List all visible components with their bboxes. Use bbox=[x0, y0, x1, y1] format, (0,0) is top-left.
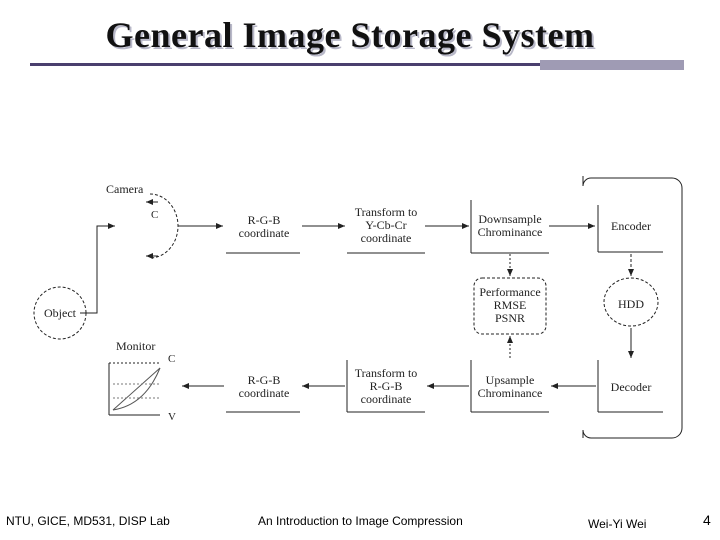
hdd-ellipse bbox=[603, 277, 659, 327]
camera-c-label: C bbox=[151, 209, 159, 221]
rgb-top-box: R-G-B coordinate bbox=[226, 214, 302, 240]
transform-rgb-box: Transform to R-G-B coordinate bbox=[345, 367, 427, 406]
transform-rgb-line2: R-G-B bbox=[369, 379, 403, 393]
transform-rgb-line1: Transform to bbox=[354, 366, 418, 380]
rgb-bottom-line2: coordinate bbox=[238, 386, 290, 400]
monitor-label: Monitor bbox=[116, 339, 156, 353]
downsample-line2: Chrominance bbox=[477, 225, 543, 239]
rgb-bottom-line1: R-G-B bbox=[247, 373, 281, 387]
upsample-box: Upsample Chrominance bbox=[470, 374, 550, 400]
decoder-label: Decoder bbox=[610, 380, 652, 394]
object-to-camera-arrow bbox=[80, 223, 115, 314]
footer-lab: NTU, GICE, MD531, DISP Lab bbox=[6, 514, 170, 528]
object-circle bbox=[33, 286, 87, 340]
page-number: 4 bbox=[703, 512, 711, 528]
camera-label: Camera bbox=[106, 182, 144, 196]
rgb-top-line2: coordinate bbox=[238, 226, 290, 240]
upsample-line2: Chrominance bbox=[477, 386, 543, 400]
transform-ycbcr-line1: Transform to bbox=[354, 205, 418, 219]
rgb-bottom-box: R-G-B coordinate bbox=[226, 374, 302, 400]
performance-box bbox=[473, 277, 547, 335]
encoder-label: Encoder bbox=[611, 219, 651, 233]
upsample-line1: Upsample bbox=[485, 373, 535, 387]
title-accent-bar bbox=[540, 60, 684, 70]
hdd-label: HDD bbox=[618, 297, 644, 311]
monitor-graph bbox=[108, 362, 161, 416]
performance-line2: RMSE bbox=[493, 298, 527, 312]
performance-box-label: Performance RMSE PSNR bbox=[472, 286, 548, 325]
monitor-v-label: V bbox=[168, 411, 176, 423]
camera-lens-arc bbox=[149, 193, 179, 259]
downsample-line1: Downsample bbox=[478, 212, 542, 226]
title-underline bbox=[30, 63, 682, 66]
object-label: Object bbox=[44, 306, 76, 320]
rgb-top-line1: R-G-B bbox=[247, 213, 281, 227]
monitor-c-label: C bbox=[168, 353, 176, 365]
footer-course-title: An Introduction to Image Compression bbox=[258, 514, 463, 528]
transform-rgb-line3: coordinate bbox=[360, 392, 412, 406]
transform-ycbcr-box: Transform to Y-Cb-Cr coordinate bbox=[345, 206, 427, 245]
storage-bracket bbox=[582, 176, 683, 439]
transform-ycbcr-line3: coordinate bbox=[360, 231, 412, 245]
downsample-box: Downsample Chrominance bbox=[470, 213, 550, 239]
performance-line1: Performance bbox=[479, 285, 541, 299]
performance-line3: PSNR bbox=[494, 311, 526, 325]
slide-title: General Image Storage System bbox=[105, 15, 595, 55]
footer-author: Wei-Yi Wei bbox=[588, 517, 647, 531]
transform-ycbcr-line2: Y-Cb-Cr bbox=[365, 218, 407, 232]
